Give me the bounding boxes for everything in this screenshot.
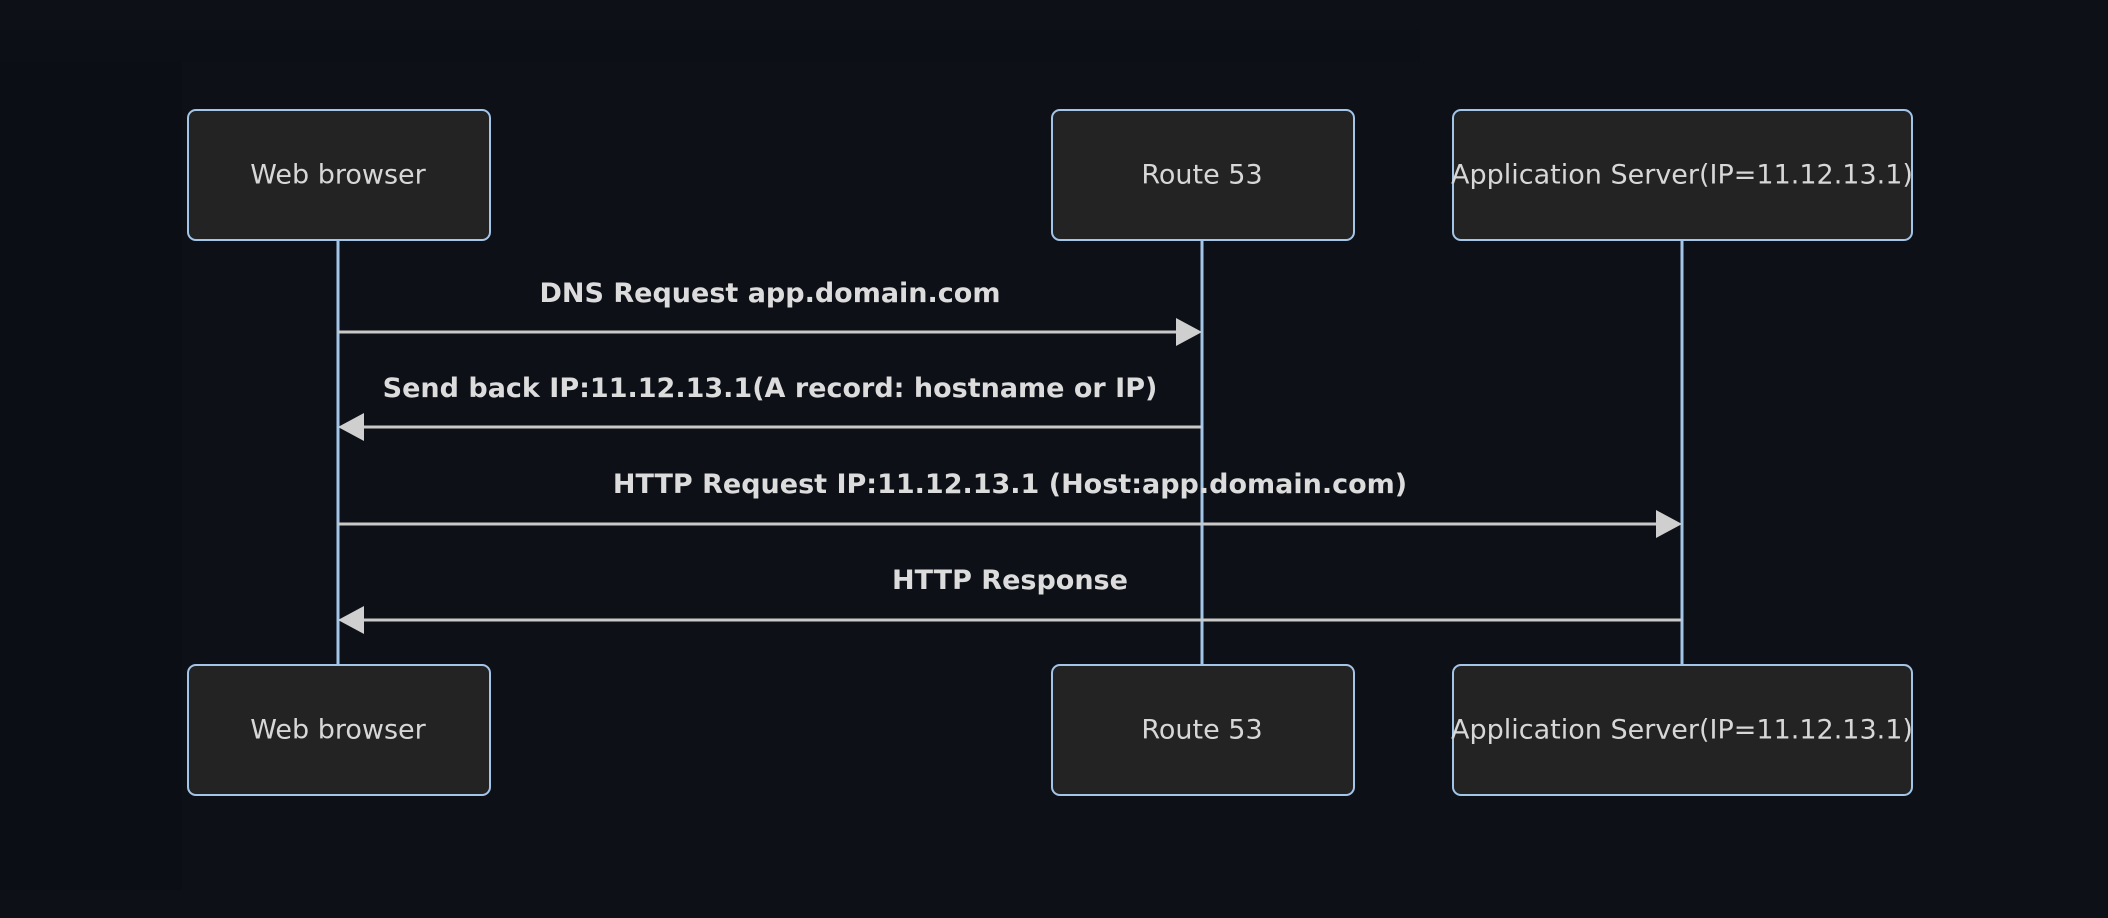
- participant-label: Route 53: [1141, 715, 1262, 746]
- participant-box: [187, 109, 491, 241]
- message-arrowhead: [338, 606, 364, 634]
- participant-label: Application Server(IP=11.12.13.1): [1451, 160, 1913, 191]
- message-arrowhead: [1656, 510, 1682, 538]
- message-label: Send back IP:11.12.13.1(A record: hostna…: [383, 373, 1158, 404]
- participant-label: Application Server(IP=11.12.13.1): [1451, 715, 1913, 746]
- message-label: HTTP Response: [892, 565, 1128, 596]
- message-arrowhead: [338, 413, 364, 441]
- participant-route-53-bottom[interactable]: Route 53: [1051, 664, 1355, 796]
- message-http-request[interactable]: HTTP Request IP:11.12.13.1 (Host:app.dom…: [338, 469, 1682, 538]
- message-dns-request[interactable]: DNS Request app.domain.com: [338, 278, 1202, 346]
- message-http-response[interactable]: HTTP Response: [338, 565, 1682, 634]
- participant-box: [1051, 109, 1355, 241]
- participant-box: [1051, 664, 1355, 796]
- participant-box: [187, 664, 491, 796]
- participant-application-server-top[interactable]: Application Server(IP=11.12.13.1): [1451, 109, 1913, 241]
- participant-label: Web browser: [250, 715, 426, 746]
- participant-label: Route 53: [1141, 160, 1262, 191]
- participant-box: [1452, 664, 1913, 796]
- participant-web-browser-bottom[interactable]: Web browser: [187, 664, 491, 796]
- message-send-back-ip[interactable]: Send back IP:11.12.13.1(A record: hostna…: [338, 373, 1202, 441]
- message-label: DNS Request app.domain.com: [540, 278, 1001, 309]
- participant-web-browser-top[interactable]: Web browser: [187, 109, 491, 241]
- participant-route-53-top[interactable]: Route 53: [1051, 109, 1355, 241]
- message-label: HTTP Request IP:11.12.13.1 (Host:app.dom…: [613, 469, 1407, 500]
- lifelines-group: [336, 240, 1684, 665]
- participant-box: [1452, 109, 1913, 241]
- message-arrowhead: [1176, 318, 1202, 346]
- background-panel-left: [0, 30, 182, 890]
- background-panel-top: [0, 30, 1420, 62]
- participant-application-server-bottom[interactable]: Application Server(IP=11.12.13.1): [1451, 664, 1913, 796]
- participant-label: Web browser: [250, 160, 426, 191]
